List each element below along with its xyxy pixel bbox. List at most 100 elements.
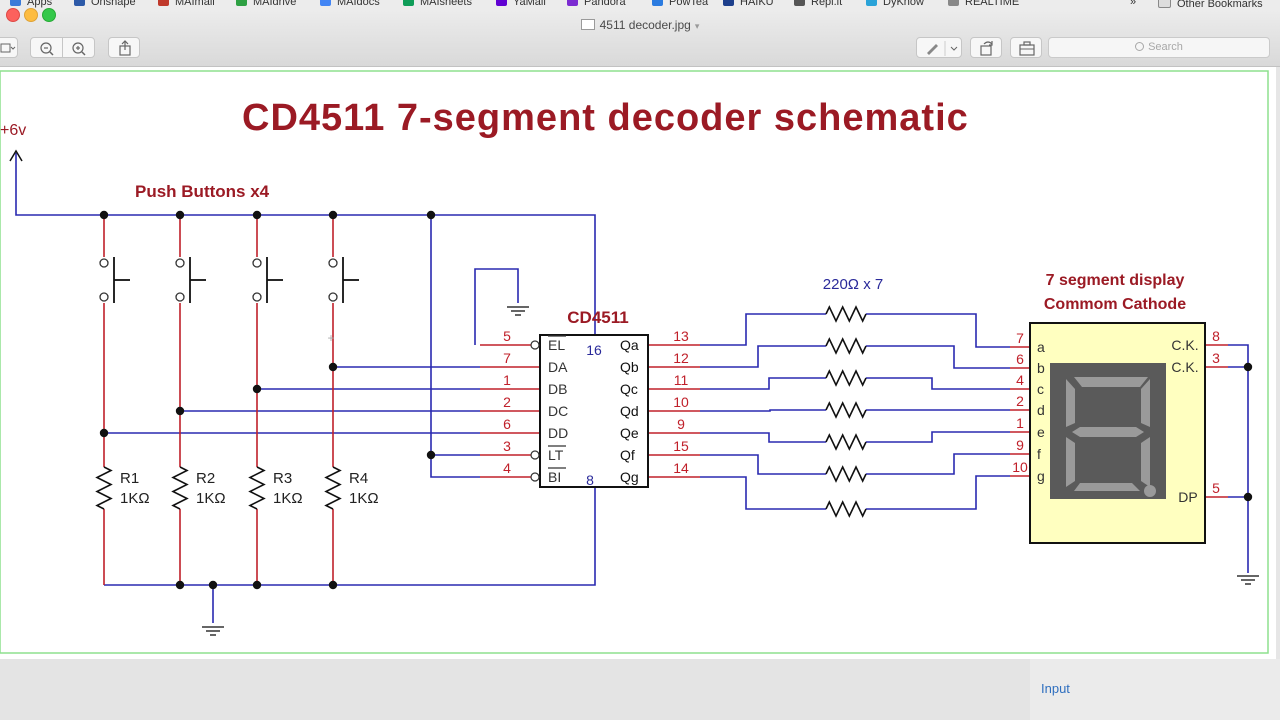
display-label: 7 segment display bbox=[1046, 272, 1185, 289]
bookmark-maisheets[interactable]: MAIsheets bbox=[403, 0, 472, 9]
bookmark-label: MAIsheets bbox=[420, 0, 472, 8]
bookmark-onshape[interactable]: Onshape bbox=[74, 0, 136, 9]
chip-output-name: Qb bbox=[620, 359, 639, 375]
display-pin-number: 2 bbox=[1016, 393, 1024, 409]
document-icon bbox=[580, 19, 595, 30]
display-pin-number: 6 bbox=[1016, 351, 1024, 367]
button-contact bbox=[175, 292, 185, 302]
display-pin-number: 9 bbox=[1016, 437, 1024, 453]
chip-pin-name: LT bbox=[548, 447, 564, 463]
bookmark-pandora[interactable]: Pandora bbox=[567, 0, 626, 9]
other-bookmarks[interactable]: Other Bookmarks bbox=[1158, 0, 1263, 10]
chip-pin-name: DA bbox=[548, 359, 568, 375]
zoom-out-button[interactable] bbox=[30, 37, 63, 58]
display-label: Commom Cathode bbox=[1044, 296, 1186, 313]
segment-wire bbox=[700, 345, 826, 368]
bookmark-icon bbox=[652, 0, 663, 6]
bookmarks-bar: Apps Onshape MAImail MAIdrive MAIdocs MAIshee… bbox=[0, 0, 1280, 10]
bookmark-icon bbox=[794, 0, 805, 6]
zoom-in-button[interactable] bbox=[62, 37, 95, 58]
segment-wire bbox=[700, 454, 826, 475]
button-contact bbox=[99, 258, 109, 268]
search-placeholder: Search bbox=[1148, 41, 1183, 53]
junction-dot bbox=[328, 362, 338, 372]
chip-output-number: 12 bbox=[673, 350, 689, 366]
bookmark-label: MAIdrive bbox=[253, 0, 297, 8]
bookmark-label: HAIKU bbox=[740, 0, 774, 8]
resistor-name: R4 bbox=[349, 470, 368, 487]
zoom-window-button[interactable] bbox=[42, 8, 56, 22]
image-border bbox=[0, 70, 1269, 654]
bookmark-label: MAImail bbox=[175, 0, 215, 8]
resistor-r3 bbox=[248, 466, 266, 510]
bookmark-label: Onshape bbox=[91, 0, 136, 8]
segment-wire bbox=[866, 345, 1010, 369]
digit-segment bbox=[1072, 427, 1144, 437]
chip-output-name: Qg bbox=[620, 469, 639, 485]
bookmark-label: Repl.it bbox=[811, 0, 843, 8]
segment-resistor bbox=[825, 465, 867, 483]
rotate-icon bbox=[980, 41, 993, 56]
schematic-title: CD4511 7-segment decoder schematic bbox=[242, 97, 969, 139]
bookmark-realtime[interactable]: REALTIME bbox=[948, 0, 1019, 9]
lt-bi-wire bbox=[430, 215, 480, 478]
junction-dot bbox=[99, 210, 109, 220]
toolbox-icon bbox=[1019, 41, 1035, 56]
toolbox-button[interactable] bbox=[1010, 37, 1042, 58]
resistor-value: 1KΩ bbox=[120, 490, 150, 507]
button-contact bbox=[99, 292, 109, 302]
chip-vss-pin: 8 bbox=[586, 472, 594, 488]
chevron-down-icon[interactable]: ▾ bbox=[694, 21, 700, 31]
segment-resistor bbox=[825, 401, 867, 419]
markup-button[interactable] bbox=[916, 37, 962, 58]
bookmark-label: YaMail bbox=[513, 0, 546, 8]
button-contact bbox=[328, 292, 338, 302]
display-pin-name: C.K. bbox=[1171, 337, 1198, 353]
segment-wire bbox=[866, 475, 1010, 510]
resistor-value: 1KΩ bbox=[349, 490, 379, 507]
rotate-button[interactable] bbox=[970, 37, 1002, 58]
bookmark-yamail[interactable]: YaMail bbox=[496, 0, 546, 9]
bookmark-maimail[interactable]: MAImail bbox=[158, 0, 215, 9]
display-segment-name: c bbox=[1037, 381, 1044, 397]
bookmark-label: MAIdocs bbox=[337, 0, 380, 8]
cursor-crosshair-icon: + bbox=[327, 331, 334, 345]
resistor-name: R1 bbox=[120, 470, 139, 487]
resistor-name: R3 bbox=[273, 470, 292, 487]
close-window-button[interactable] bbox=[6, 8, 20, 22]
bookmark-icon bbox=[866, 0, 877, 6]
search-field[interactable]: Search bbox=[1048, 37, 1270, 58]
bookmark-repl-it[interactable]: Repl.it bbox=[794, 0, 842, 9]
chip-pin-number: 4 bbox=[503, 460, 511, 476]
chip-pin-number: 6 bbox=[503, 416, 511, 432]
bookmark-haiku[interactable]: HAIKU bbox=[723, 0, 774, 9]
chip-output-number: 14 bbox=[673, 460, 689, 476]
search-icon bbox=[1135, 42, 1145, 51]
ground-bus-wire bbox=[104, 477, 596, 586]
bookmark-dyknow[interactable]: DyKnow bbox=[866, 0, 924, 9]
more-bookmarks-icon[interactable]: » bbox=[1130, 0, 1137, 8]
bookmark-icon bbox=[403, 0, 414, 6]
digit-segment bbox=[1074, 483, 1140, 491]
push-buttons-label: Push Buttons x4 bbox=[135, 182, 270, 201]
bookmark-icon bbox=[236, 0, 247, 6]
minimize-window-button[interactable] bbox=[24, 8, 38, 22]
sidebar-toggle-button[interactable] bbox=[0, 37, 18, 58]
segment-wire bbox=[700, 313, 826, 346]
junction-dot bbox=[252, 384, 262, 394]
input-link[interactable]: Input bbox=[1041, 681, 1070, 696]
share-button[interactable] bbox=[108, 37, 140, 58]
junction-dot bbox=[328, 210, 338, 220]
chip-pin-name: BI bbox=[548, 469, 561, 485]
bookmark-powtea[interactable]: PowTea bbox=[652, 0, 708, 9]
bookmark-apps[interactable]: Apps bbox=[10, 0, 52, 9]
bookmark-maidocs[interactable]: MAIdocs bbox=[320, 0, 380, 9]
supply-label: +6v bbox=[0, 122, 26, 139]
junction-dot bbox=[175, 406, 185, 416]
bookmark-label: Apps bbox=[27, 0, 53, 8]
resistor-name: R2 bbox=[196, 470, 215, 487]
chip-pin-name: DB bbox=[548, 381, 567, 397]
supply-rail-wire bbox=[15, 153, 596, 335]
bookmark-maidrive[interactable]: MAIdrive bbox=[236, 0, 296, 9]
